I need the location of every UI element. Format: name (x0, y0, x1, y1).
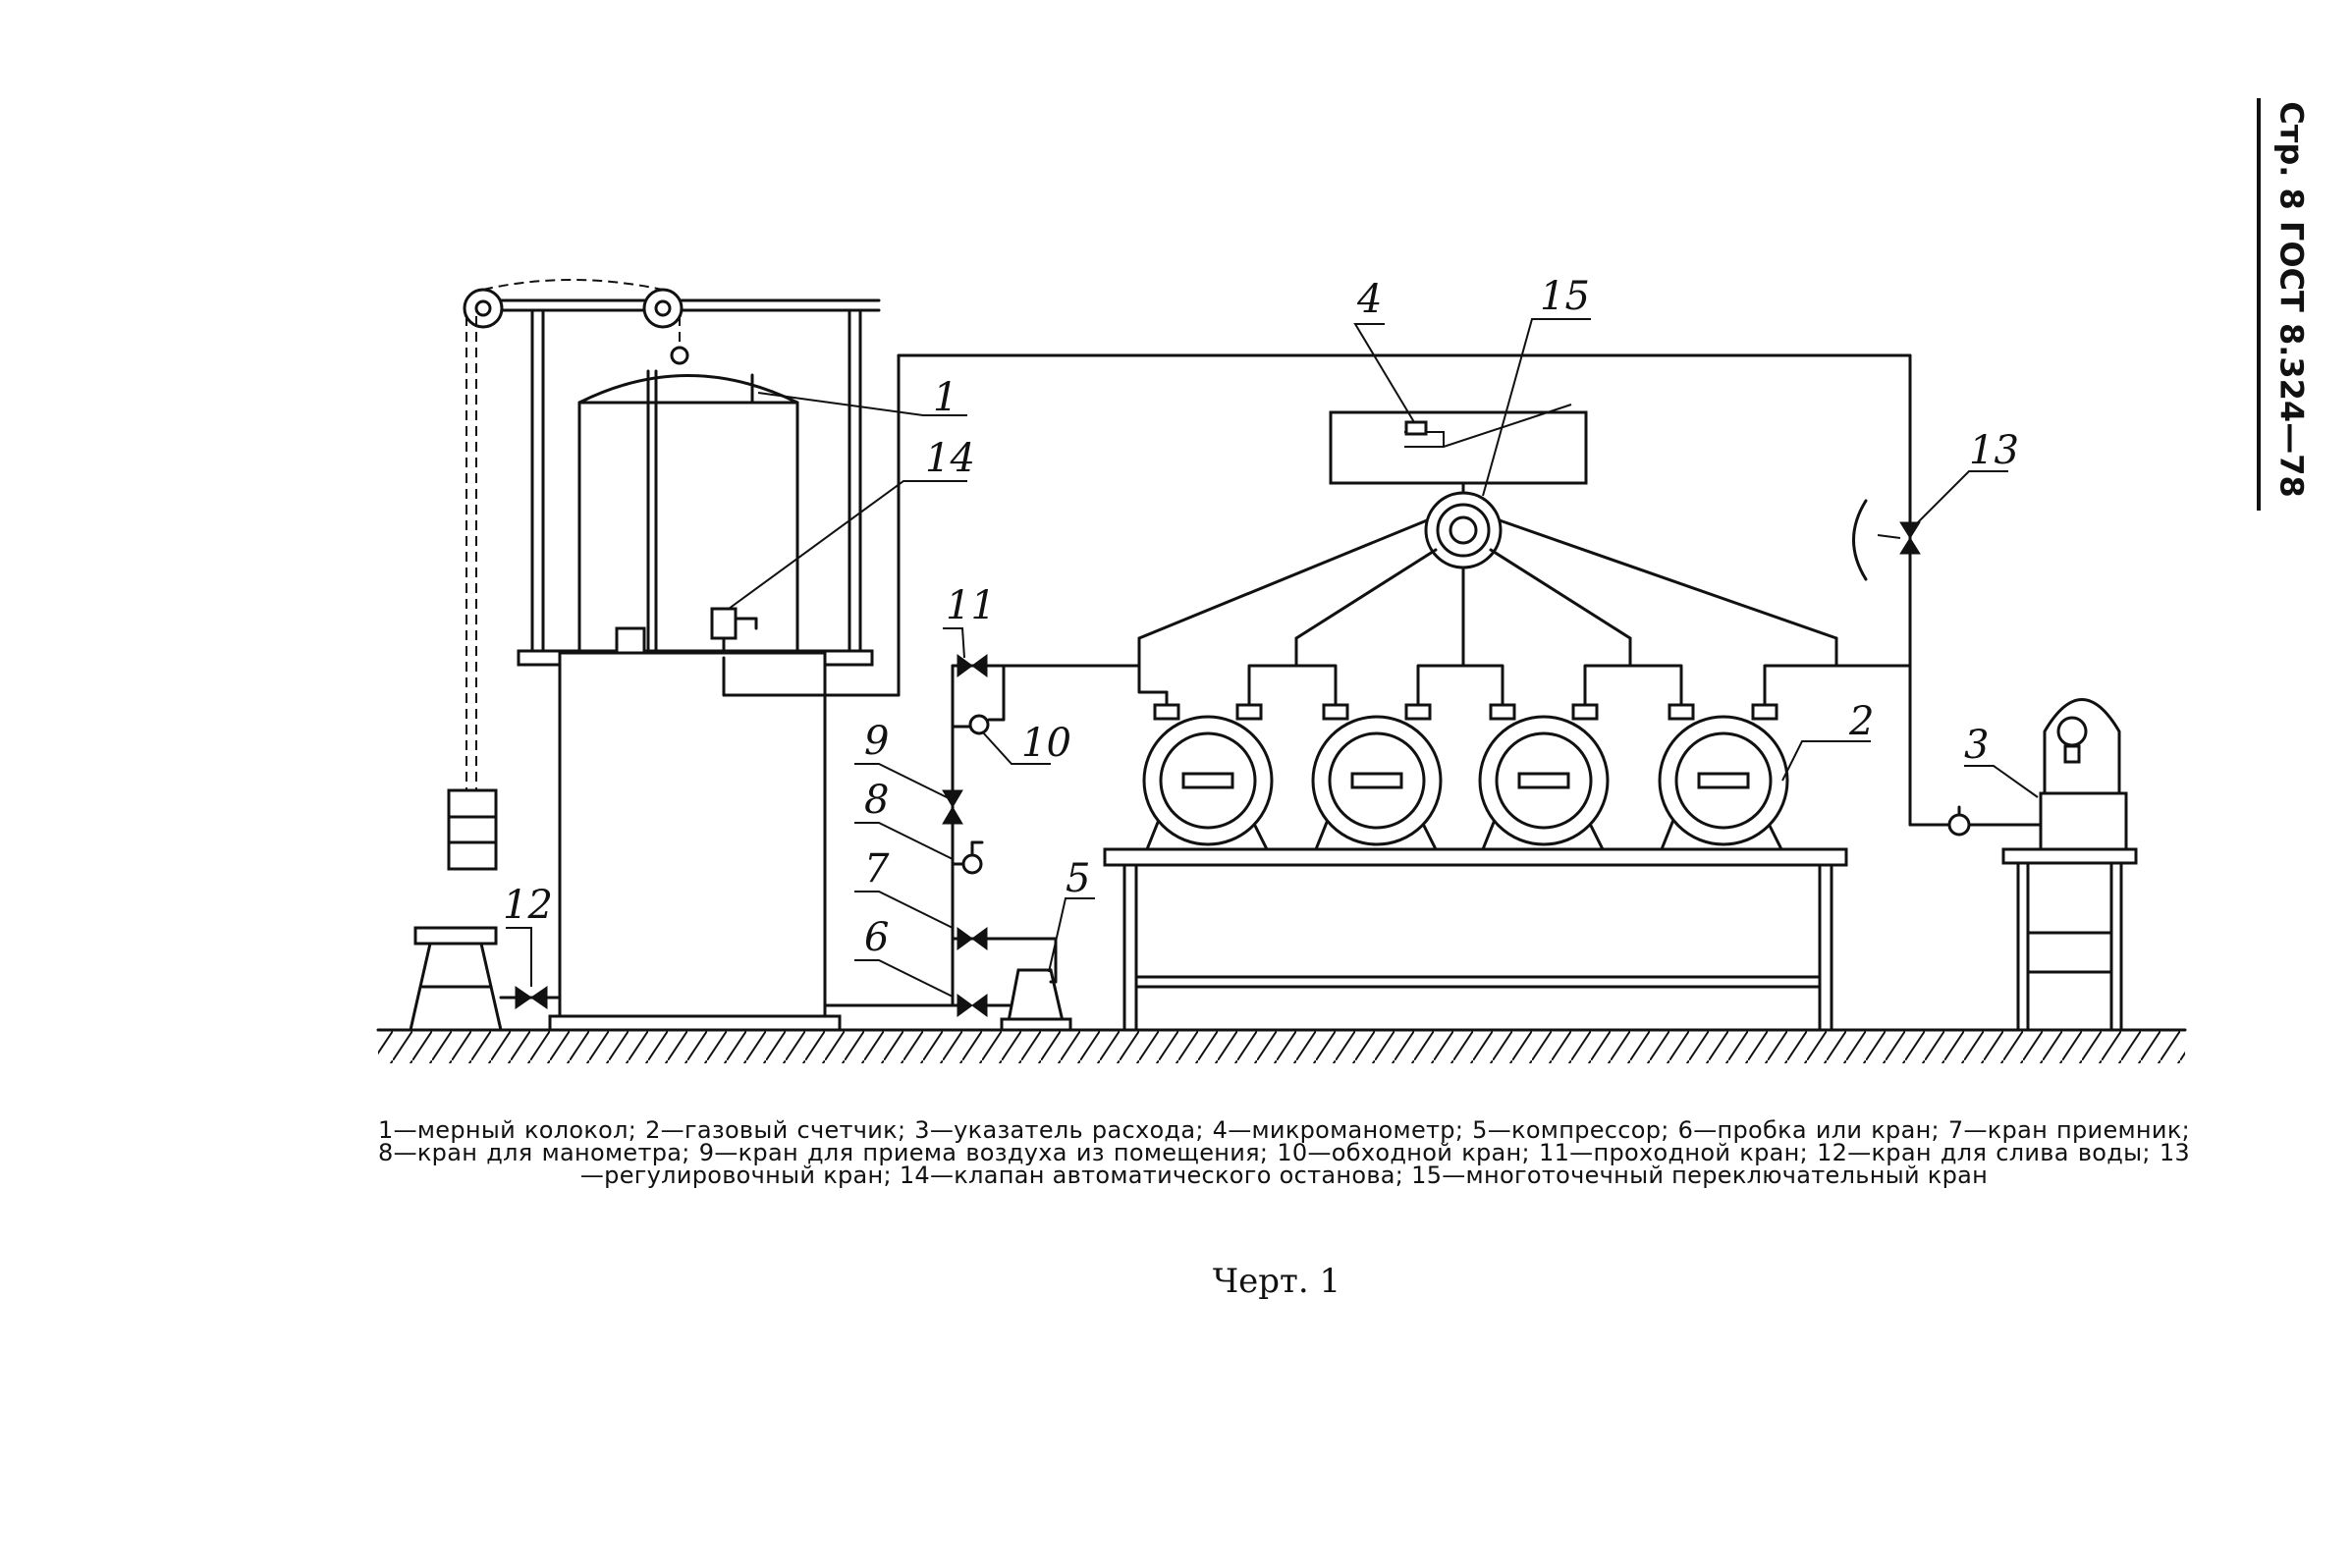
gas-meter (1311, 690, 1443, 851)
valve-manifold (942, 654, 1141, 1017)
header-rule (2257, 98, 2261, 511)
ground (376, 1028, 2187, 1063)
water-tank (548, 651, 842, 1032)
meter-table (1103, 847, 1848, 1032)
callout-8: 8 (864, 778, 889, 823)
callout-5: 5 (1066, 856, 1090, 901)
gas-meter (1142, 690, 1274, 851)
legend-caption: 1—мерный колокол; 2—газовый счетчик; 3—у… (378, 1116, 2190, 1189)
callout-15: 15 (1540, 274, 1590, 319)
callout-14: 14 (925, 436, 975, 481)
callout-10: 10 (1021, 721, 1071, 766)
regulating-valve-13 (1852, 499, 1921, 581)
callout-2: 2 (1848, 699, 1874, 744)
multipoint-switch (1137, 481, 1838, 668)
flow-indicator (1908, 698, 2138, 1032)
gas-meters (1137, 664, 1912, 851)
micromanometer (1329, 404, 1588, 485)
gas-meter (1658, 690, 1789, 851)
leader-lines (506, 318, 2039, 998)
compressor (1000, 937, 1072, 1032)
bell-frame (447, 279, 881, 871)
bell-outlet-pipe (722, 353, 1912, 1007)
callout-13: 13 (1969, 428, 2019, 473)
callout-1: 1 (933, 375, 957, 420)
callout-11: 11 (946, 583, 996, 628)
gas-meter (1478, 690, 1610, 851)
page-header: Стр. 8 ГОСТ 8.324—78 (2270, 93, 2314, 506)
callout-7: 7 (864, 846, 890, 892)
page-ref: Стр. 8 ГОСТ 8.324—78 (2273, 101, 2311, 498)
callout-12: 12 (503, 883, 553, 928)
drain-valve-12 (499, 986, 562, 1009)
stool (409, 926, 503, 1032)
callout-3: 3 (1964, 723, 1989, 768)
callout-4: 4 (1356, 277, 1382, 322)
measuring-bell (577, 369, 799, 655)
figure-label: Черт. 1 (1212, 1262, 1341, 1301)
callout-numbers: 1 2 3 4 5 6 7 8 9 10 11 12 13 14 15 (503, 274, 2019, 960)
callout-9: 9 (864, 719, 889, 764)
callout-6: 6 (864, 915, 889, 960)
